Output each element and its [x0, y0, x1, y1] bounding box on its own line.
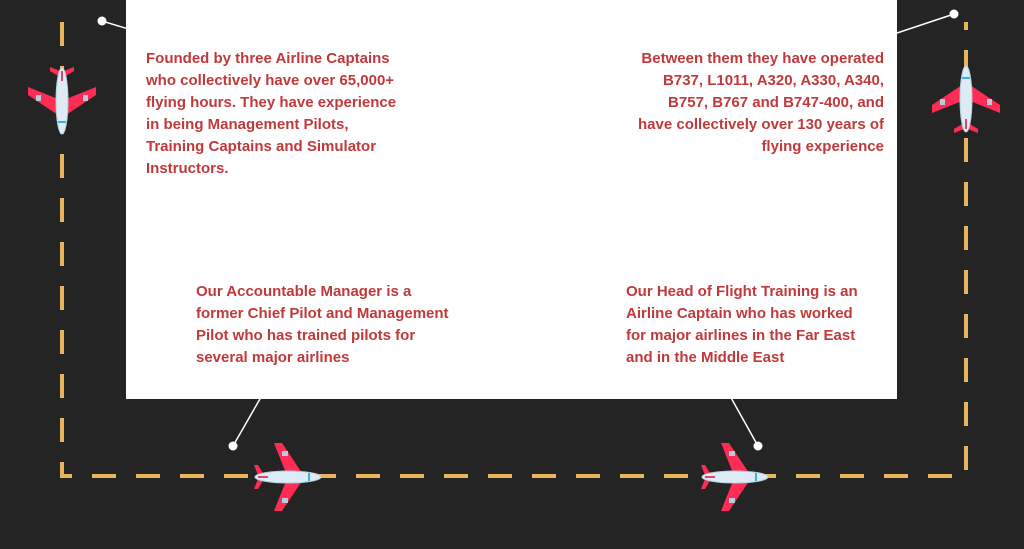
callout-dot: [949, 9, 959, 19]
callout-dot: [97, 16, 107, 26]
head-of-training-text: Our Head of Flight Training is an Airlin…: [626, 283, 858, 366]
callout-dot: [228, 441, 238, 451]
airplane-icon: [931, 65, 1001, 134]
aircraft-experience-text: Between them they have operated B737, L1…: [638, 50, 884, 155]
airplane-icon: [253, 442, 322, 512]
callout-dot: [753, 441, 763, 451]
content-panel: [126, 0, 897, 399]
accountable-manager-text: Our Accountable Manager is a former Chie…: [196, 283, 449, 366]
airplane-icon: [27, 66, 97, 135]
taxiway-dashes: [60, 22, 968, 478]
callout-lines: [101, 13, 955, 447]
founders-text: Founded by three Airline Captains who co…: [146, 50, 397, 177]
airplane-icon: [700, 442, 769, 512]
